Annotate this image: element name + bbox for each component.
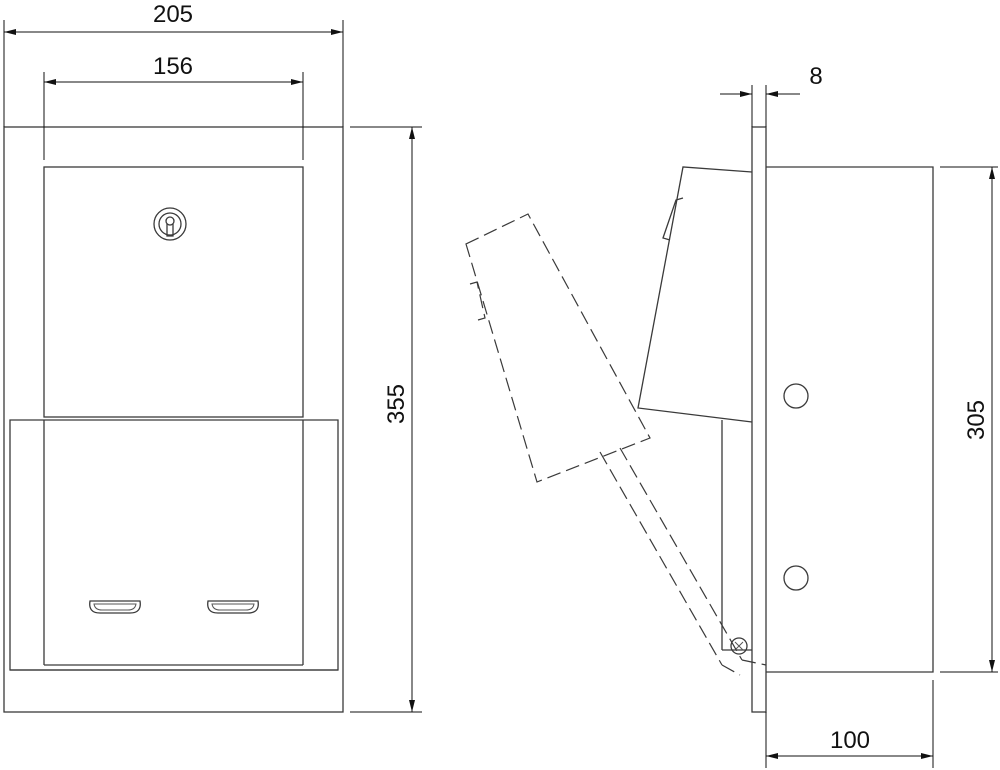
- side-view: [465, 126, 934, 713]
- dimension-overall-height: 355: [350, 126, 422, 713]
- hinge-screw-icon: [730, 637, 748, 655]
- left-handle-slot: [89, 600, 141, 614]
- side-upper-door: [637, 166, 753, 423]
- dimension-label-flange-thickness: 8: [809, 63, 822, 90]
- key-lock-icon: [153, 207, 187, 241]
- mounting-hole-upper: [783, 383, 809, 409]
- front-view: [3, 126, 344, 713]
- side-body: [766, 166, 934, 673]
- dimension-label-overall-width: 205: [153, 1, 193, 28]
- side-flange-plate: [751, 126, 767, 713]
- right-handle-slot: [207, 600, 259, 614]
- dimension-flange-thickness: 8: [720, 63, 823, 127]
- side-lock-bump: [662, 197, 684, 241]
- dimension-inner-width: 156: [43, 53, 304, 160]
- open-bin-dashed: [465, 213, 767, 676]
- dimension-label-depth: 100: [830, 727, 870, 754]
- lower-bin-frame: [9, 419, 339, 671]
- upper-door: [43, 166, 304, 418]
- mounting-hole-lower: [783, 565, 809, 591]
- dimension-body-height: 305: [940, 166, 998, 673]
- front-flange-outline: [3, 126, 344, 713]
- dimension-label-inner-width: 156: [153, 53, 193, 80]
- dimension-label-body-height: 305: [963, 400, 990, 440]
- dimension-overall-width: 205: [3, 1, 344, 127]
- dimension-label-overall-height: 355: [383, 384, 410, 424]
- dimension-depth: 100: [765, 680, 934, 768]
